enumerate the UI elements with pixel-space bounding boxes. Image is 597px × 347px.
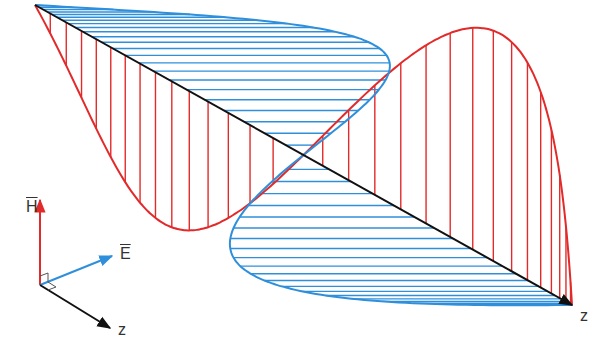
h-hatch-line: [66, 22, 67, 65]
h-hatch-line: [400, 63, 401, 209]
e-hatch-line: [264, 280, 528, 281]
e-hatch-line: [224, 110, 358, 111]
h-field-wave: [35, 5, 572, 305]
e-hatch-line: [153, 70, 389, 71]
propagation-axis: [35, 5, 572, 305]
h-hatch-line: [527, 63, 528, 281]
e-hatch-line: [259, 193, 372, 194]
e-hatch-line: [205, 99, 370, 100]
e-hatch-line: [326, 295, 555, 296]
axis-label: z: [580, 308, 588, 324]
e-hatch-line: [286, 169, 329, 170]
h-hatch-line: [228, 113, 229, 218]
e-hatch-line: [139, 62, 390, 63]
right-angle-mark: [40, 273, 48, 282]
e-hatch-line: [244, 121, 345, 122]
h-axis-arrow: [39, 200, 41, 285]
h-hatch-line: [249, 125, 250, 203]
e-hatch-line: [186, 89, 378, 90]
e-hatch-line: [233, 257, 487, 258]
e-hatch-line: [248, 205, 393, 206]
h-hatch-line: [551, 130, 552, 294]
h-field-symbol: H: [26, 199, 38, 215]
e-hatch-line: [68, 23, 287, 24]
e-axis-arrow: [40, 256, 112, 285]
h-hatch-line: [511, 42, 512, 271]
e-hatch-line: [240, 265, 502, 266]
e-hatch-line: [62, 20, 257, 21]
h-hatch-line: [472, 28, 473, 250]
h-hatch-line: [139, 64, 140, 203]
h-hatch-line: [155, 72, 156, 218]
e-hatch-line: [57, 17, 225, 18]
h-hatch-line: [540, 92, 541, 288]
h-hatch-line: [125, 55, 126, 182]
e-hatch-line: [125, 55, 386, 56]
e-hatch-line: [265, 133, 331, 134]
right-angle-mark: [48, 282, 56, 290]
e-field-symbol: E: [120, 246, 131, 262]
h-hatch-line: [559, 175, 560, 298]
h-hatch-line: [171, 81, 172, 227]
e-hatch-line: [251, 273, 516, 274]
e-hatch-line: [102, 42, 369, 43]
e-hatch-line: [113, 48, 380, 49]
e-hatch-line: [234, 227, 435, 228]
h-hatch-line: [449, 33, 450, 237]
e-hatch-line: [353, 298, 561, 299]
h-hatch-line: [81, 31, 82, 98]
h-hatch-line: [348, 110, 349, 180]
e-hatch-line: [272, 181, 351, 182]
e-hatch-line: [75, 27, 313, 28]
h-hatch-line: [96, 39, 97, 128]
h-hatch-line: [374, 85, 375, 195]
e-hatch-line: [240, 216, 415, 217]
e-hatch-line: [282, 286, 539, 287]
e-hatch-line: [230, 238, 453, 239]
e-hatch-line: [382, 301, 566, 302]
e-hatch-line: [83, 31, 336, 32]
h-hatch-line: [207, 102, 208, 228]
axis-label: z: [118, 322, 126, 338]
h-hatch-line: [493, 31, 494, 261]
e-hatch-line: [302, 291, 547, 292]
e-hatch-line: [92, 36, 354, 37]
e-hatch-line: [286, 144, 316, 145]
h-hatch-line: [110, 47, 111, 157]
h-hatch-line: [425, 45, 426, 223]
e-hatch-line: [230, 248, 471, 249]
h-hatch-line: [189, 91, 190, 230]
e-hatch-line: [169, 79, 385, 80]
e-field-wave: [35, 5, 572, 305]
h-hatch-line: [272, 138, 273, 184]
z-axis-arrow: [40, 285, 110, 328]
